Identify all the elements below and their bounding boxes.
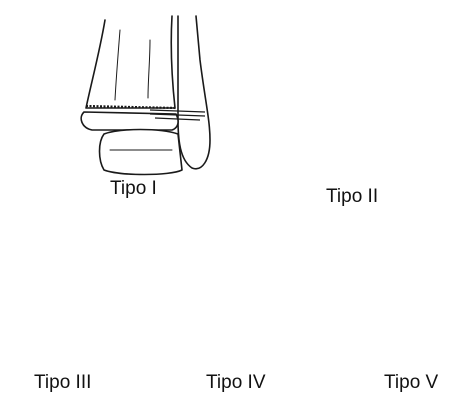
talus bbox=[100, 130, 183, 175]
tipo-3-label: Tipo III bbox=[34, 372, 91, 394]
tipo-5-label: Tipo V bbox=[384, 372, 438, 394]
tipo-1-illustration bbox=[81, 16, 210, 175]
tipo-1-label: Tipo I bbox=[110, 178, 157, 200]
tipo-2-label: Tipo II bbox=[326, 186, 378, 208]
fibula bbox=[178, 16, 210, 169]
tipo-4-label: Tipo IV bbox=[206, 372, 266, 394]
tibia-shaft bbox=[86, 16, 175, 108]
